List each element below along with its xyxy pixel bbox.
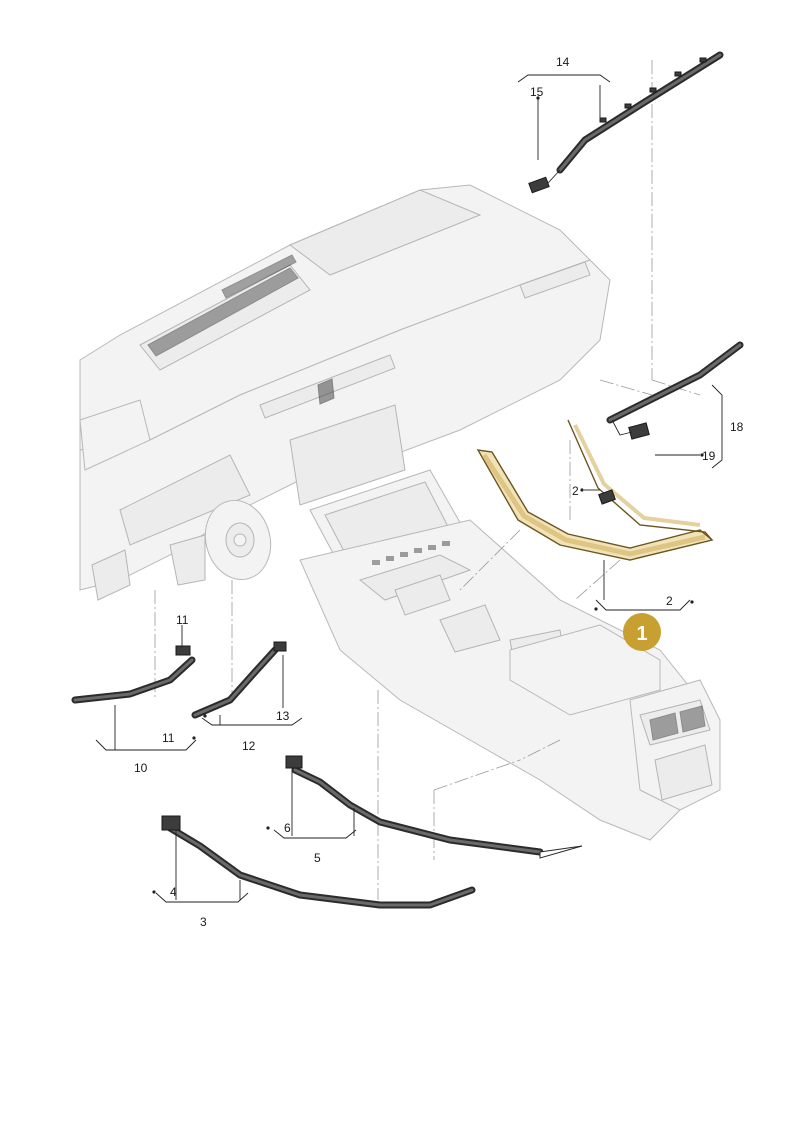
reference-dots [152, 96, 704, 894]
dashboard-ghost [79, 184, 721, 841]
callout-18: 18 [730, 420, 744, 434]
callout-2-lower: 2 [666, 594, 673, 608]
part-10-strip [71, 645, 196, 704]
part-18-strip [606, 341, 744, 440]
highlight-badge-label: 1 [636, 623, 647, 645]
callout-3: 3 [200, 915, 207, 929]
callout-5: 5 [314, 851, 321, 865]
part-12-strip [191, 641, 287, 719]
part-5-strip [285, 755, 583, 859]
highlight-badge: 1 [623, 613, 661, 651]
assembly-lines [154, 60, 701, 900]
callout-14: 14 [556, 55, 570, 69]
leader-lines [95, 74, 723, 903]
callout-12: 12 [242, 739, 256, 753]
callout-11-upper: 11 [176, 613, 189, 627]
callout-10: 10 [134, 761, 148, 775]
callout-labels: 14 15 18 19 2 2 11 11 10 12 13 6 5 4 3 [134, 55, 744, 929]
callout-13: 13 [276, 709, 290, 723]
part-1-highlighted-trim [476, 419, 714, 561]
callout-19: 19 [702, 449, 716, 463]
callout-15: 15 [530, 85, 544, 99]
part-3-strip [161, 815, 476, 909]
part-14-strip [528, 51, 724, 194]
callout-4: 4 [170, 885, 177, 899]
callout-11-lower: 11 [162, 731, 175, 745]
callout-2-upper: 2 [572, 484, 579, 498]
callout-6: 6 [284, 821, 291, 835]
